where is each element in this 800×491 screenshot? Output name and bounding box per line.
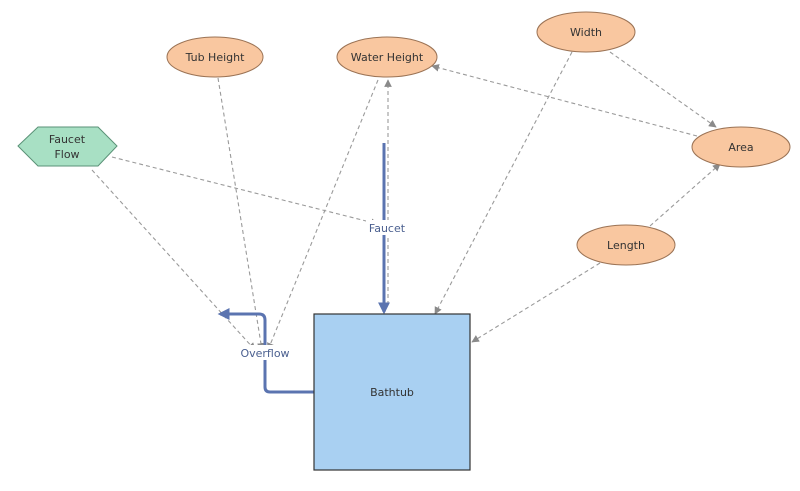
water-height-ellipse [336,36,438,78]
variable-width[interactable]: Width [536,11,636,53]
flow-overflow[interactable]: Overflow [217,308,314,394]
length-label: Length [607,239,645,252]
faucet-label-bg [366,220,408,235]
converter-faucet-flow[interactable]: Faucet Flow [17,126,118,167]
link-faucetflow-faucet [111,156,379,227]
faucet-flow-label: Faucet [369,222,406,235]
faucet-flow-label-line1: Faucet [49,133,86,146]
link-width-bathtub [434,51,573,315]
bathtub-label: Bathtub [370,386,414,399]
bathtub-box [313,313,471,471]
variable-water-height[interactable]: Water Height [336,36,438,78]
link-length-area [649,163,721,227]
link-width-area [609,51,717,128]
faucet-flow-hexagon [17,126,118,167]
length-ellipse [576,224,676,266]
flow-faucet[interactable]: Faucet [366,143,408,315]
overflow-label-bg [238,345,292,360]
variable-tub-height[interactable]: Tub Height [166,36,264,78]
link-length-bathtub [471,262,601,343]
width-label: Width [570,26,602,39]
stock-bathtub[interactable]: Bathtub [313,313,471,471]
tub-height-ellipse [166,36,264,78]
link-tubheight-overflow [217,77,265,351]
water-height-label: Water Height [351,51,424,64]
variable-area[interactable]: Area [691,126,791,168]
area-ellipse [691,126,791,168]
faucet-flow-label-line2: Flow [54,148,79,161]
area-label: Area [728,141,753,154]
link-waterheight-overflow [267,79,379,351]
variable-length[interactable]: Length [576,224,676,266]
overflow-flow-label: Overflow [240,347,289,360]
link-area-waterheight [431,64,698,137]
link-faucetflow-overflow [91,169,256,351]
tub-height-label: Tub Height [185,51,246,64]
influence-links [91,51,721,351]
width-ellipse [536,11,636,53]
